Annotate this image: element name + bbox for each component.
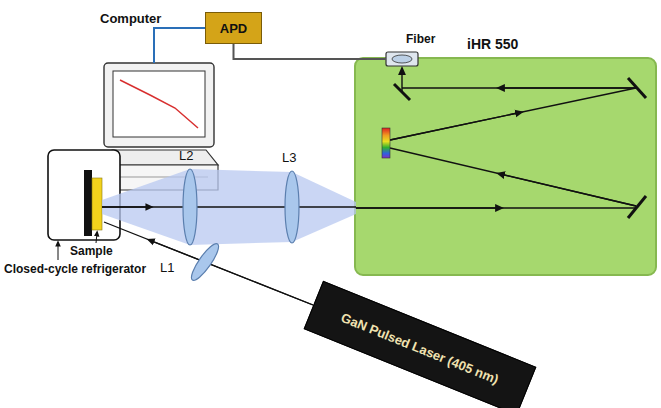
lens-l3 [285,171,299,243]
sample-holder [84,170,92,236]
cable-connector [234,44,387,59]
cable-connector [154,28,205,63]
sample [92,178,102,230]
luminescence-cone [102,169,356,245]
spectrometer-node: iHR 550 [355,58,656,275]
computer-node: Computer [104,63,214,190]
node-heading: iHR 550 [467,36,518,52]
leader-line [96,233,97,243]
lens-l2 [183,169,197,245]
part-label: Closed-cycle refrigerator [4,262,146,276]
lens-l1 [187,241,222,284]
fiber-coupler [386,52,418,66]
part-label: Sample [70,244,113,258]
coupler-lens [392,55,412,63]
fiber-node: Fiber [386,52,418,66]
optical-axis [102,206,356,207]
node-heading: Computer [100,11,161,26]
lens-label: L3 [282,150,296,165]
apd-box: APD [205,12,262,44]
lens-label: L2 [179,148,193,163]
leader-line [58,243,59,260]
spectrometer-optics [355,70,646,218]
diffraction-grating [382,128,390,158]
laser-box: GaN Pulsed Laser (405 nm) [304,281,537,408]
refrigerator-housing [48,150,120,240]
node-label: APD [220,21,247,36]
node-label: GaN Pulsed Laser (405 nm) [339,310,501,387]
node-heading: Fiber [406,32,435,46]
spectrometer-housing [355,58,656,275]
lens-label: L1 [160,260,174,275]
